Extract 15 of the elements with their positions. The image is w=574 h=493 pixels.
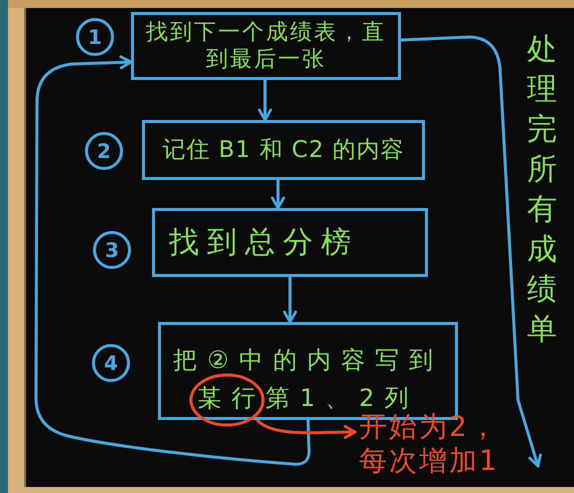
highlight-ellipse <box>188 373 265 427</box>
numbered-circle: 4 <box>92 344 130 382</box>
edge-label: 处理完所有成绩单 <box>526 31 558 349</box>
numbered-circle: 3 <box>93 231 131 269</box>
numbered-circle: 2 <box>85 132 123 170</box>
numbered-circle: 1 <box>76 18 114 56</box>
process-box: 记住 B1 和 C2 的内容 <box>142 120 425 180</box>
process-box: 找到总分榜 <box>152 208 428 277</box>
process-box: 找到下一个成绩表，直到最后一张 <box>131 12 401 80</box>
arrow <box>400 36 542 468</box>
arrow <box>258 78 272 122</box>
arrow <box>34 55 311 466</box>
arrow <box>252 414 356 440</box>
arrow <box>283 276 297 324</box>
arrow <box>271 178 285 210</box>
